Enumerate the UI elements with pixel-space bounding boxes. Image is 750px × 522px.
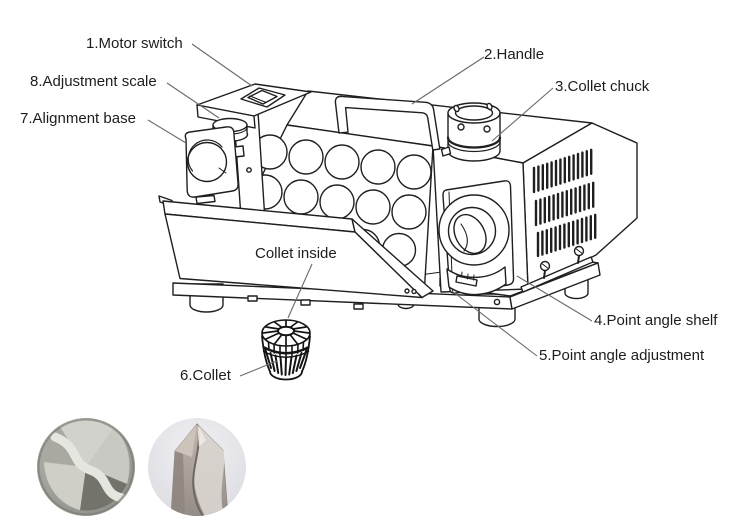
collet-tray [158, 195, 434, 299]
label-point-angle-shelf: 4.Point angle shelf [594, 312, 718, 329]
point-angle-shelf-drawing [520, 245, 594, 293]
leader-motor-switch [191, 43, 253, 87]
label-motor-switch: 1.Motor switch [86, 35, 183, 52]
label-collet: 6.Collet [180, 367, 231, 384]
point-angle-adjustment-drawing [446, 266, 507, 296]
label-handle: 2.Handle [484, 46, 545, 63]
grinding-port [432, 145, 529, 294]
label-collet-chuck: 3.Collet chuck [555, 78, 650, 95]
leader-point-angle-shelf [516, 275, 593, 322]
base-details [247, 288, 501, 310]
leader-collet-inside [287, 263, 313, 319]
vent-grille [532, 148, 597, 258]
label-alignment-base: 7.Alignment base [20, 110, 136, 127]
leader-alignment-base [147, 119, 187, 144]
leader-adjustment-scale [166, 82, 220, 119]
collet-drawing [261, 319, 311, 381]
handle-drawing [334, 95, 441, 151]
label-adjustment-scale: 8.Adjustment scale [30, 73, 157, 90]
drill-bit-point-side-photo [148, 418, 246, 516]
motor-switch-drawing [196, 83, 312, 129]
leader-collet-chuck [491, 87, 554, 142]
drill-bit-end-view-photo [37, 418, 135, 516]
leader-point-angle-adjustment [451, 290, 538, 357]
label-point-angle-adjustment: 5.Point angle adjustment [539, 347, 705, 364]
leader-handle [411, 56, 485, 105]
machine-text-collet-inside: Collet inside [255, 245, 337, 262]
leader-collet [239, 360, 278, 377]
collet-chuck-drawing [440, 102, 502, 162]
alignment-base-drawing [184, 126, 245, 205]
